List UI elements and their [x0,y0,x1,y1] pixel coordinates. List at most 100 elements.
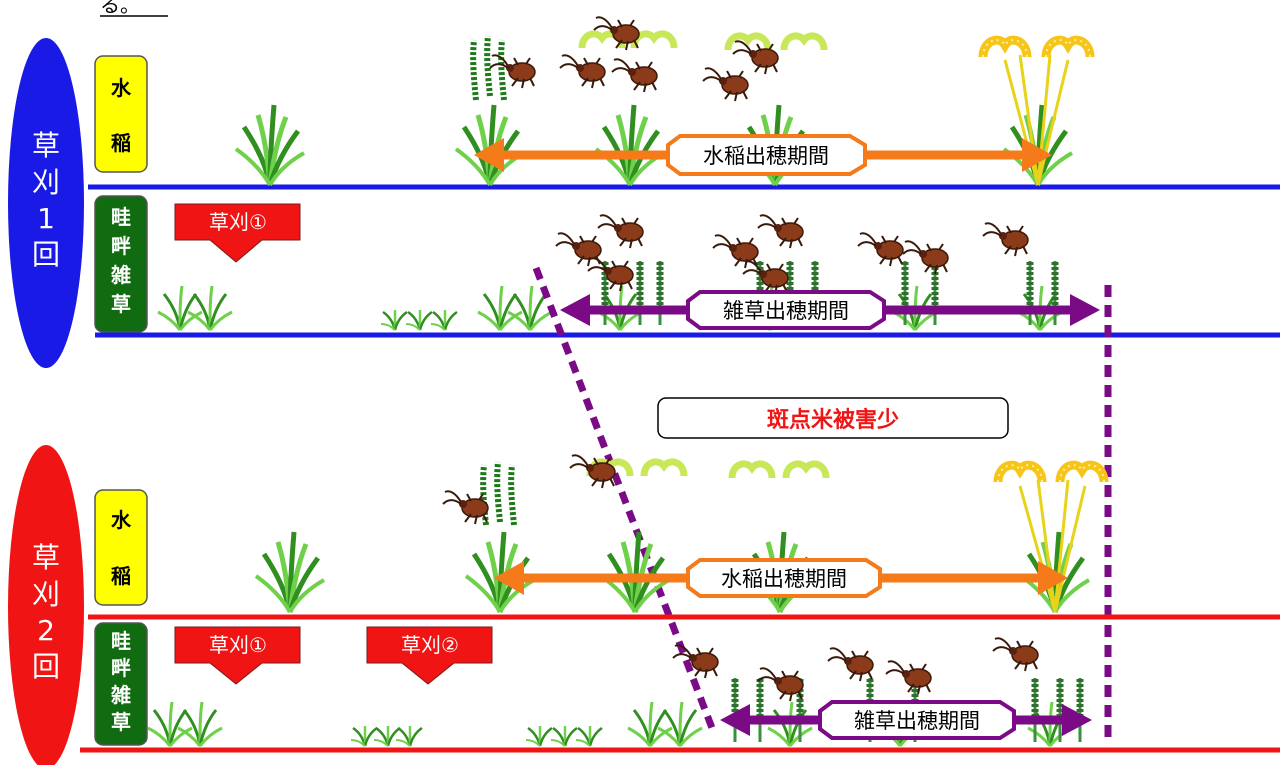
rice-flower-icon [634,34,674,48]
rice-ripe-stems [1003,54,1070,186]
weed-period-label: 雑草出穂期間 [854,709,980,733]
weed-label-c0: 畦 [111,205,131,229]
stink-bug-icon [442,490,489,525]
stink-bug-icon [732,40,779,75]
rice-arrow-left-head [474,138,504,172]
center-message: 斑点米被害少 [767,407,899,433]
rice-period-label-box [666,134,867,176]
scenario-1: 草 刈 1 回 水 稲 畦 畔 雑 草 [8,16,1280,368]
stink-bug-icon [559,54,606,89]
rice-ear-icon [497,462,500,522]
scenario-1-oval [8,38,84,368]
weed-arrow-left-head [720,704,750,736]
stink-bug-icon [597,214,644,249]
weed-sprout-icon [549,724,579,748]
rice-label-c0: 水 [111,508,132,532]
rice-arrow-right-head [1038,561,1068,595]
rice-flower-icon [784,36,824,50]
stink-bug-icon [702,67,749,102]
stink-bug-icon [587,257,634,292]
mowing-label-1: 草刈① [209,633,267,657]
stink-bug-icon [857,232,904,267]
stink-bug-icon [982,222,1029,257]
weed-sprout-icon [394,724,424,748]
rice-arrow-left-head [494,561,524,595]
rice-ear-icon [501,40,504,100]
scenario-1-label-c2: 1 [37,202,55,235]
rice-label-c0: 水 [111,76,132,100]
weed-sprout-icon [574,724,604,748]
rice-flower-icon [644,462,684,476]
weed-sprout-icon [379,308,409,332]
center-message-box [657,397,1009,439]
rice-ripe-icon [998,465,1042,482]
scenario-2-label-c3: 回 [32,650,60,683]
mowing-label-1: 草刈① [209,210,267,234]
weed-label-c3: 草 [111,710,131,734]
weed-sprout-icon [372,724,402,748]
rice-flower-icon [786,464,826,478]
weed-plant-icon [146,700,194,748]
stink-bug-icon [902,240,949,275]
scenario-1-label-c0: 草 [32,129,60,162]
rice-period-label-box [686,558,882,598]
mowing-arrow [366,626,493,685]
weed-label-c1: 畔 [111,234,131,258]
weed-label-c2: 雑 [110,683,131,707]
rice-label-box [94,55,148,173]
weed-sprout-icon [524,724,554,748]
rice-label-c1: 稲 [111,564,131,588]
rice-plant-icon [456,105,524,185]
mowing-arrow [174,626,301,685]
mowing-label-2: 草刈② [401,633,459,657]
rice-plant-icon [601,532,669,612]
stink-bug-icon [611,58,658,93]
weed-label-box [94,622,148,746]
rice-period-label: 水稲出穂期間 [703,144,829,168]
weed-arrow-left-head [560,294,590,326]
rice-ripe-icon [1060,465,1104,482]
rice-plant-icon [236,105,304,185]
weed-plant-icon [186,284,234,332]
weed-plant-icon [156,284,204,332]
rice-ripe-icon [983,40,1027,57]
weed-label-box [94,195,148,333]
weed-arrow-right-head [1070,294,1100,326]
weed-plant-icon [656,700,704,748]
stink-bug-icon [555,232,602,267]
weed-plant-icon [626,700,674,748]
rice-ear-icon [511,465,514,525]
scenario-2: 草 刈 2 回 水 稲 畦 畔 雑 草 [8,445,1280,765]
rice-period-label: 水稲出穂期間 [721,567,847,591]
scenario-2-oval [8,445,84,765]
scenario-2-label-c1: 刈 [32,578,60,611]
rice-plant-icon [596,105,664,185]
scenario-1-label-c3: 回 [32,238,60,271]
rice-ear-icon [473,40,476,100]
weed-period-label-box [818,700,1016,740]
scenario-2-label-c2: 2 [37,614,55,647]
stink-bug-icon [827,647,874,682]
weed-period-label: 雑草出穂期間 [723,299,849,323]
stink-bug-icon [992,637,1039,672]
rice-ear-icon [487,36,490,96]
rice-ripe-stems [1018,479,1087,613]
weed-arrow-right-head [1062,704,1092,736]
rice-label-c1: 稲 [111,131,131,155]
weed-label-c2: 雑 [110,263,131,287]
weed-plant-icon [476,284,524,332]
rice-plant-icon [256,532,324,612]
stink-bug-icon [885,660,932,695]
rice-ripe-icon [1046,40,1090,57]
weed-sprout-icon [349,724,379,748]
weed-sprout-icon [404,308,434,332]
stink-bug-icon [489,54,536,89]
header-fragment: る。 [100,0,140,17]
rice-label-box [94,489,148,606]
stink-bug-icon [569,454,616,489]
weed-period-label-box [686,290,886,330]
weed-start-shift-dotted-line [532,266,716,730]
weed-label-c3: 草 [111,292,131,316]
weed-label-c1: 畔 [111,656,131,680]
